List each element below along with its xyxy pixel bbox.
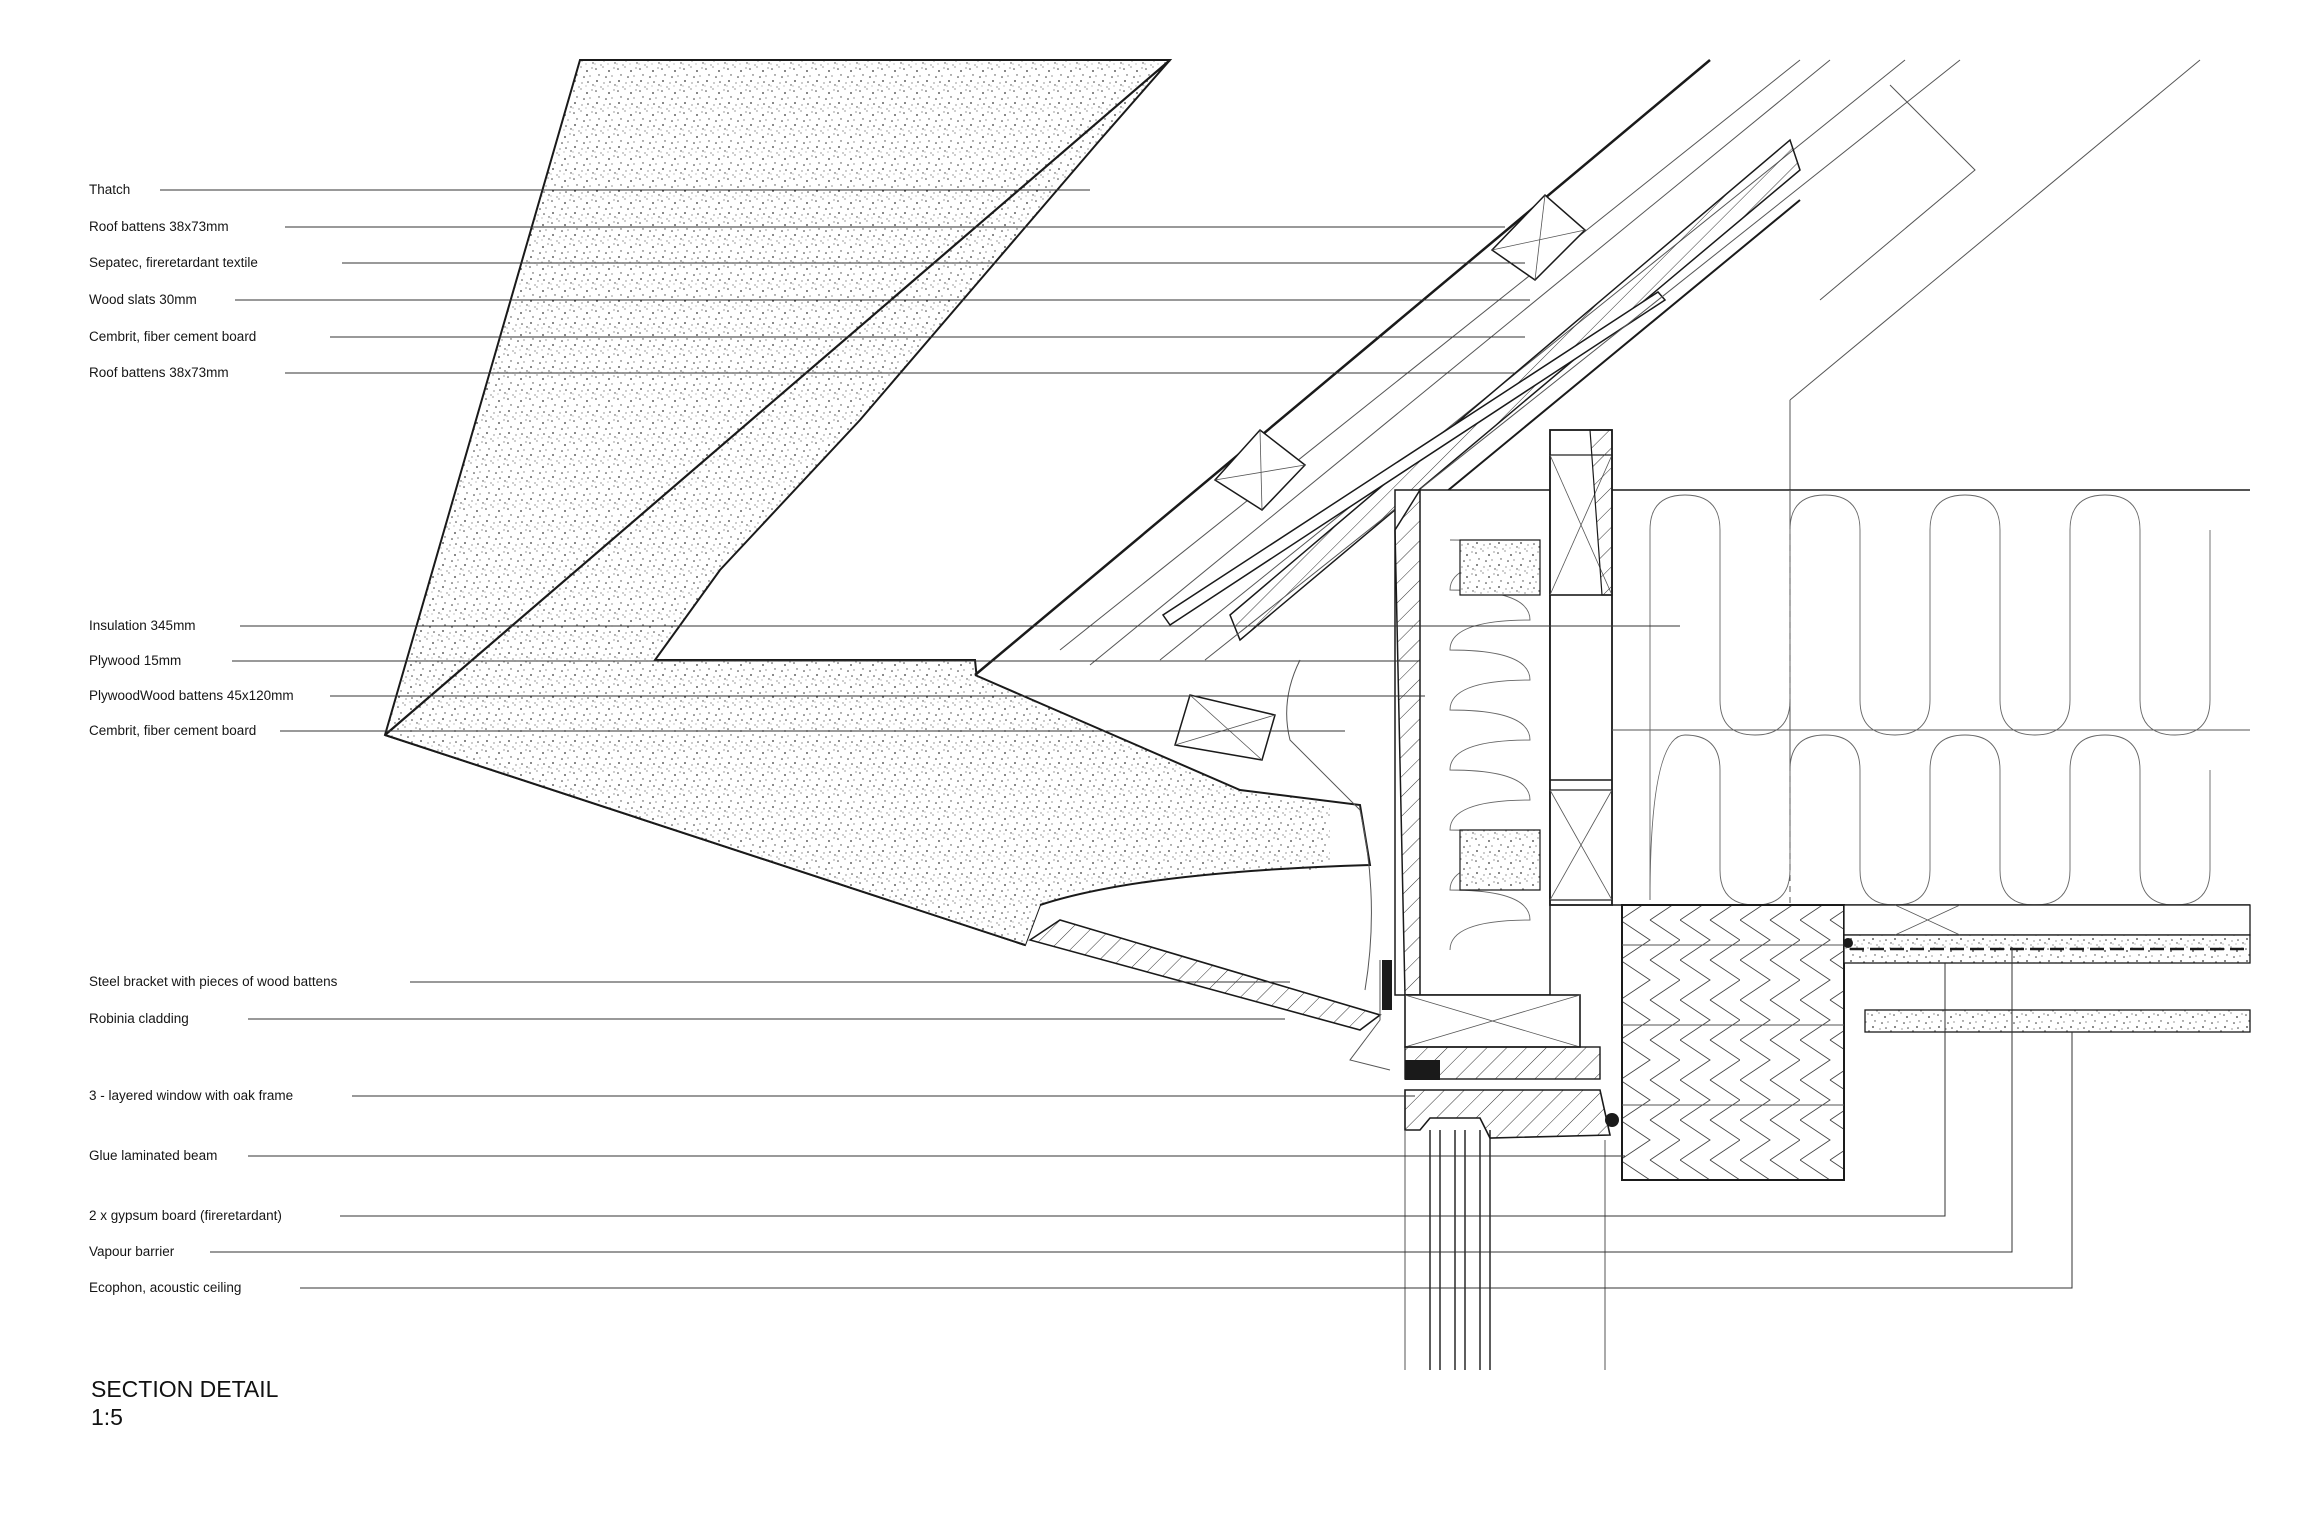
leader-lines bbox=[160, 189, 2073, 1289]
label-thatch: Thatch bbox=[89, 182, 131, 197]
window-frame bbox=[1404, 1089, 1619, 1370]
label-ecophon-ceiling: Ecophon, acoustic ceiling bbox=[89, 1280, 242, 1295]
title-block: SECTION DETAIL 1:5 bbox=[91, 1375, 278, 1431]
roof-batten-1 bbox=[1490, 193, 1587, 281]
sepatec-line bbox=[974, 59, 1711, 676]
label-gypsum-board: 2 x gypsum board (fireretardant) bbox=[89, 1208, 282, 1223]
label-steel-bracket: Steel bracket with pieces of wood batten… bbox=[89, 974, 338, 989]
label-cembrit-upper: Cembrit, fiber cement board bbox=[89, 329, 257, 344]
stud-column bbox=[1549, 429, 1613, 906]
ceiling-layers bbox=[1843, 904, 2251, 1033]
label-plywood: Plywood 15mm bbox=[89, 653, 182, 668]
wall-insulation bbox=[1394, 487, 1551, 996]
ceiling-insulation bbox=[1612, 489, 2250, 906]
label-sepatec: Sepatec, fireretardant textile bbox=[89, 255, 258, 270]
drawing-title: SECTION DETAIL bbox=[91, 1376, 279, 1402]
glulam-beam bbox=[1621, 904, 1845, 1181]
roof-batten-2 bbox=[1213, 428, 1307, 511]
label-roof-battens-upper: Roof battens 38x73mm bbox=[89, 219, 229, 234]
label-glulam-beam: Glue laminated beam bbox=[89, 1148, 218, 1163]
label-vapour-barrier: Vapour barrier bbox=[89, 1244, 175, 1259]
label-insulation: Insulation 345mm bbox=[89, 618, 196, 633]
roof-batten-3 bbox=[1174, 694, 1276, 761]
label-robinia-cladding: Robinia cladding bbox=[89, 1011, 189, 1026]
drawing-scale: 1:5 bbox=[91, 1404, 123, 1430]
label-wood-slats: Wood slats 30mm bbox=[89, 292, 197, 307]
window-header bbox=[1404, 994, 1601, 1080]
label-roof-battens-lower: Roof battens 38x73mm bbox=[89, 365, 229, 380]
label-plywood-wood-battens: PlywoodWood battens 45x120mm bbox=[89, 688, 294, 703]
label-cembrit-lower: Cembrit, fiber cement board bbox=[89, 723, 257, 738]
thatch-top-edge bbox=[384, 59, 1171, 736]
robinia-cladding bbox=[1028, 659, 1392, 1071]
label-window: 3 - layered window with oak frame bbox=[89, 1088, 294, 1103]
